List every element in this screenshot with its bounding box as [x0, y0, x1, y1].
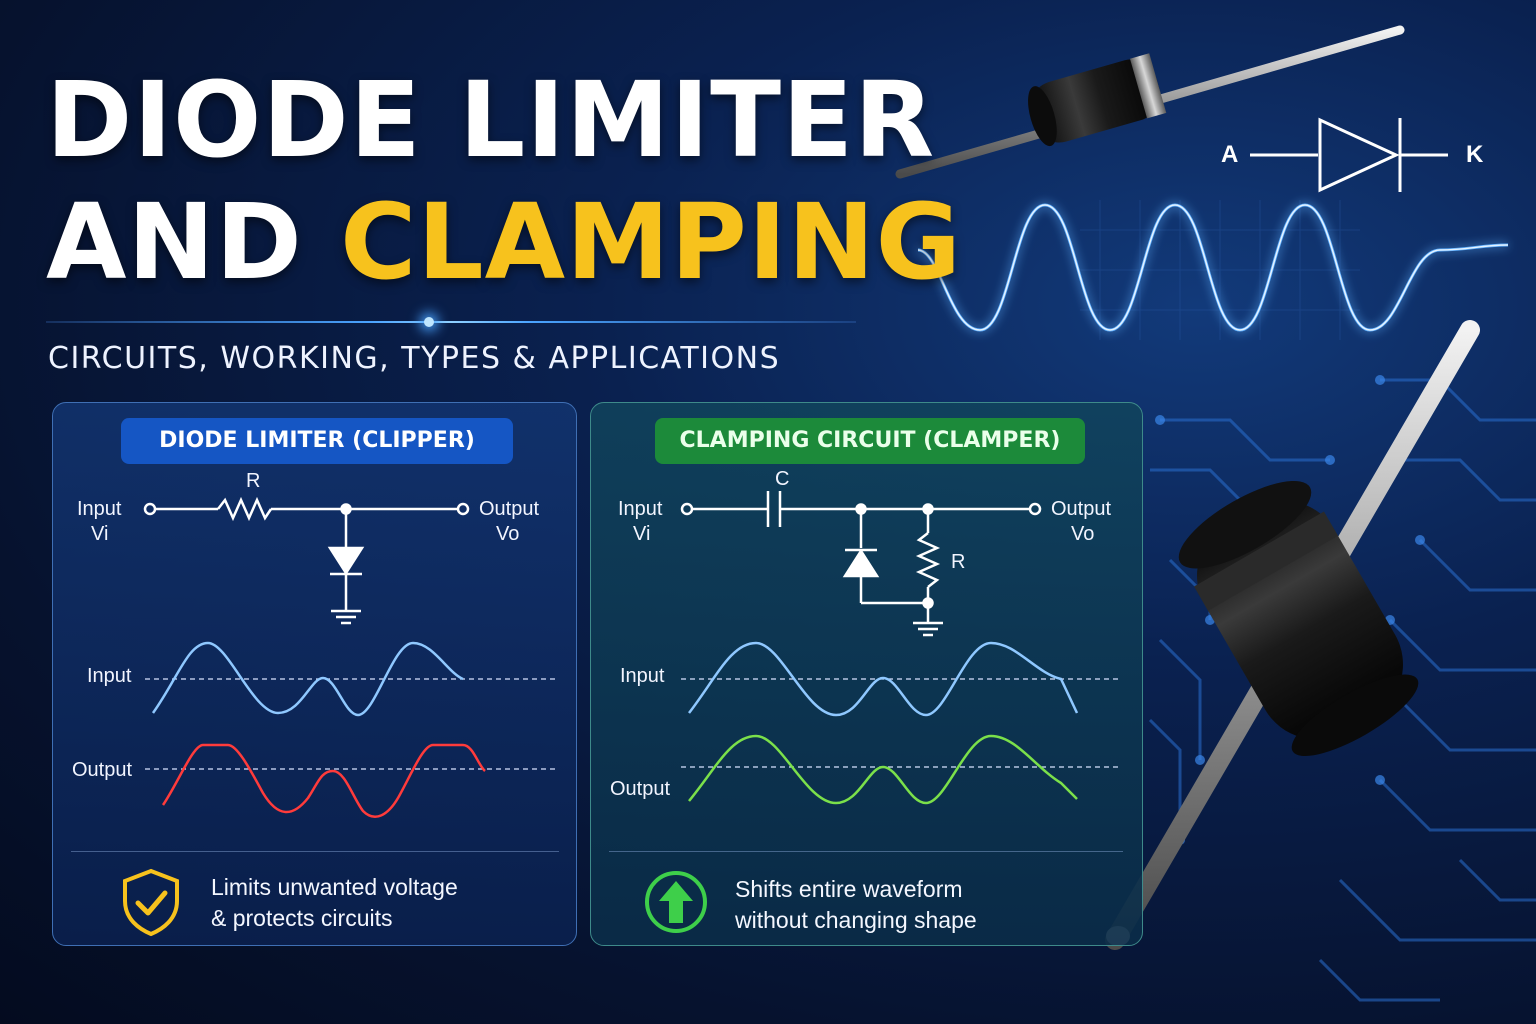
diode-symbol-icon [1250, 117, 1448, 193]
clamper-caption-line2: without changing shape [735, 907, 977, 933]
limiter-panel: DIODE LIMITER (CLIPPER) [52, 402, 577, 946]
clamper-badge: CLAMPING CIRCUIT (CLAMPER) [655, 418, 1085, 464]
clamper-divider [609, 851, 1123, 852]
sine-wave-core [917, 204, 1509, 331]
page-title-line1: DIODE LIMITER [46, 59, 936, 181]
cathode-label: K [1466, 141, 1484, 168]
limiter-schematic [143, 496, 557, 818]
clamper-input-var: Vi [633, 523, 651, 545]
limiter-output-label: Output [479, 498, 540, 520]
limiter-wave-output-label: Output [72, 759, 133, 781]
clamper-resistor-label: R [951, 551, 966, 573]
clamper-wave-output-label: Output [610, 778, 671, 800]
title-and: AND [46, 181, 303, 303]
clamper-caption-line1: Shifts entire waveform [735, 876, 963, 902]
shield-check-icon [123, 868, 179, 937]
limiter-input-label: Input [77, 498, 122, 520]
clamper-input-wave [688, 641, 1079, 717]
limiter-caption-line2: & protects circuits [211, 905, 393, 931]
page-subtitle: CIRCUITS, WORKING, TYPES & APPLICATIONS [48, 341, 781, 376]
title-divider [46, 321, 856, 323]
clamper-input-label: Input [618, 498, 663, 520]
arrow-up-circle-icon [645, 871, 707, 933]
clamper-caption: Shifts entire waveform without changing … [735, 874, 977, 936]
limiter-input-var: Vi [91, 523, 109, 545]
anode-label: A [1221, 141, 1239, 168]
clamper-output-label: Output [1051, 498, 1112, 520]
diode-component-large [1105, 320, 1480, 950]
limiter-caption: Limits unwanted voltage & protects circu… [211, 872, 458, 934]
limiter-output-var: Vo [496, 523, 520, 545]
limiter-resistor-label: R [246, 470, 261, 492]
glowing-sine-wave [917, 203, 1509, 332]
limiter-input-wave [151, 641, 464, 717]
limiter-output-wave [161, 743, 486, 818]
clamper-capacitor-label: C [775, 468, 790, 490]
clamper-schematic [680, 491, 1121, 805]
wave-grid [1080, 200, 1360, 340]
clamper-output-wave [688, 734, 1078, 805]
title-accent: CLAMPING [340, 181, 962, 303]
title-divider-glow [424, 317, 434, 327]
diode-component-top [895, 25, 1405, 179]
limiter-wave-input-label: Input [87, 665, 132, 687]
clamper-output-var: Vo [1071, 523, 1095, 545]
clamper-wave-input-label: Input [620, 665, 665, 687]
page-title-line2: AND CLAMPING [46, 190, 961, 294]
limiter-caption-line1: Limits unwanted voltage [211, 874, 458, 900]
limiter-divider [71, 851, 559, 852]
clamper-panel: CLAMPING CIRCUIT (CLAMPER) [590, 402, 1143, 946]
limiter-badge: DIODE LIMITER (CLIPPER) [121, 418, 513, 464]
